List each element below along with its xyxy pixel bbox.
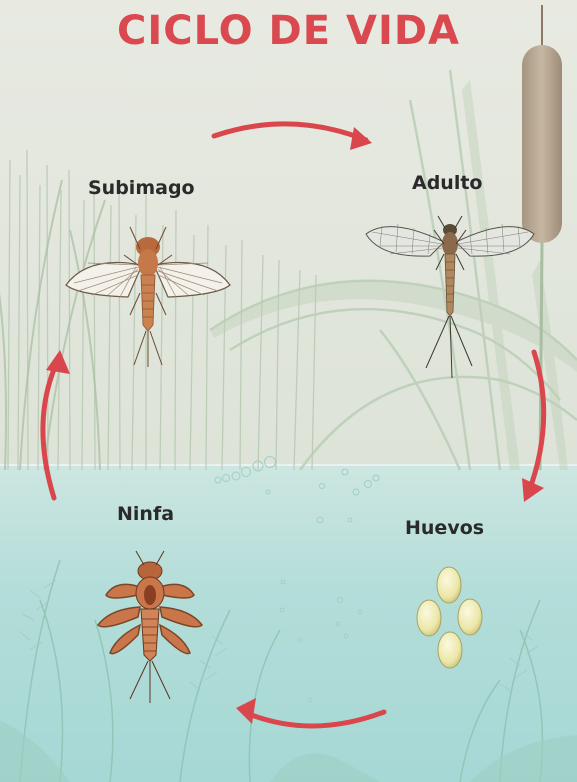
stage-label-ninfa: Ninfa	[117, 503, 174, 525]
stage-label-subimago: Subimago	[88, 177, 195, 199]
stage-label-huevos: Huevos	[405, 517, 484, 539]
water	[0, 465, 577, 782]
stage-label-adulto: Adulto	[412, 172, 482, 194]
page-title: CICLO DE VIDA	[0, 8, 577, 54]
